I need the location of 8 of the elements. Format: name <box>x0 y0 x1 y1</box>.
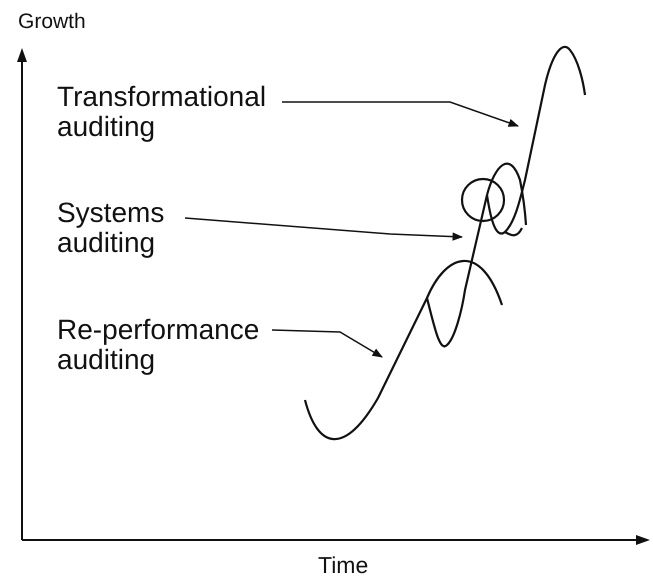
callout-text: Transformational auditing <box>57 82 317 142</box>
leader-line <box>272 329 383 358</box>
callout-text: Systems auditing <box>57 198 187 258</box>
axis-label: Growth <box>18 9 86 35</box>
leader-line <box>282 101 519 127</box>
leader-line <box>184 217 464 241</box>
callout-text: Re-performance auditing <box>57 315 317 375</box>
axis-label: Time <box>318 551 368 580</box>
